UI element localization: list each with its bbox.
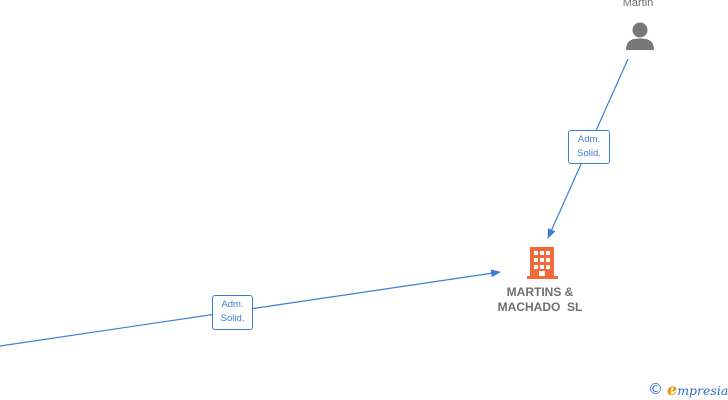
building-icon[interactable] bbox=[527, 247, 558, 279]
brand-rest: mpresia bbox=[677, 382, 728, 398]
company-name-line2: MACHADO SL bbox=[497, 300, 583, 314]
person-name-label[interactable]: Martin bbox=[622, 0, 654, 9]
edge-role-label-top: Adm. Solid. bbox=[568, 130, 610, 164]
empresia-watermark: © empresia bbox=[648, 379, 728, 399]
company-name-label[interactable]: MARTINS & MACHADO SL bbox=[480, 285, 600, 315]
person-icon[interactable] bbox=[626, 22, 654, 51]
edge-role-line1: Adm. bbox=[221, 299, 244, 310]
edge-role-label-bottom: Adm. Solid. bbox=[212, 295, 253, 330]
company-name-line1: MARTINS & bbox=[506, 285, 574, 299]
brand-logo: empresia bbox=[667, 380, 728, 399]
edge-role-line2: Solid. bbox=[577, 148, 601, 159]
copyright-icon: © bbox=[648, 380, 663, 398]
edge-role-line1: Adm. bbox=[577, 134, 601, 145]
edge-role-line2: Solid. bbox=[220, 313, 245, 324]
brand-initial: e bbox=[667, 379, 678, 399]
